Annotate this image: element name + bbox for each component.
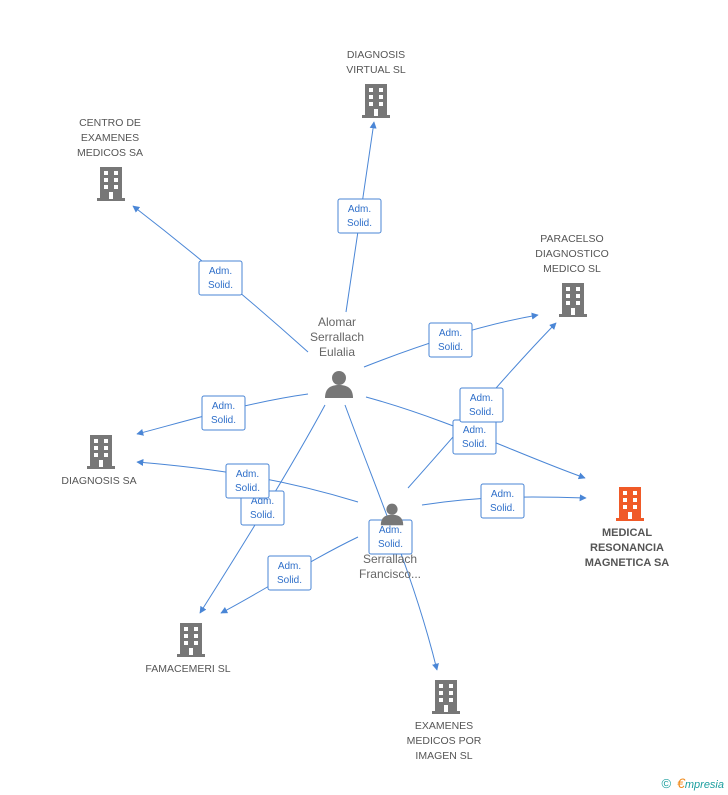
badge-line-1: Adm. [348, 204, 371, 215]
badge-line-2: Solid. [469, 407, 494, 418]
company-name-line: DIAGNOSTICO [535, 248, 609, 260]
person-name-line: Francisco... [359, 567, 421, 581]
badge-line-1: Adm. [278, 561, 301, 572]
company-name-line: MEDICOS SA [77, 147, 143, 159]
company-name-line: DIAGNOSIS [347, 49, 405, 61]
brand-logo-text: mpresia [684, 779, 724, 791]
company-name-line: MEDICOS POR [407, 735, 482, 747]
badge-line-1: Adm. [491, 489, 514, 500]
relation-badge[interactable]: Adm. Solid. [480, 483, 525, 519]
company-name-line: EXAMENES [81, 132, 139, 144]
relation-badge[interactable]: Adm. Solid. [267, 555, 312, 591]
company-name-line: MEDICAL [602, 527, 652, 539]
badge-line-1: Adm. [463, 425, 486, 436]
building-icon [362, 84, 390, 118]
badge-layer: Adm. Solid. Adm. Solid. Adm. Solid. Adm.… [198, 198, 525, 591]
badge-line-2: Solid. [347, 218, 372, 229]
building-icon [616, 487, 644, 521]
building-icon [177, 623, 205, 657]
company-name-line: EXAMENES [415, 720, 473, 732]
badge-line-2: Solid. [490, 503, 515, 514]
building-icon [87, 435, 115, 469]
badge-line-2: Solid. [438, 342, 463, 353]
relation-badge[interactable]: Adm. Solid. [452, 419, 497, 455]
person-name-line: Alomar [318, 315, 356, 329]
relation-badge[interactable]: Adm. Solid. [225, 463, 270, 499]
badge-line-2: Solid. [250, 510, 275, 521]
badge-line-2: Solid. [235, 483, 260, 494]
relation-badge[interactable]: Adm. Solid. [201, 395, 246, 431]
person-node-serrallach[interactable]: Serrallach Francisco... [359, 503, 421, 581]
copyright-icon: © [661, 776, 672, 791]
badge-line-2: Solid. [208, 280, 233, 291]
company-node-diagnosis-virtual[interactable]: DIAGNOSIS VIRTUAL SL [346, 49, 406, 118]
person-icon [325, 371, 353, 398]
person-name-line: Eulalia [319, 345, 355, 359]
badge-line-2: Solid. [462, 439, 487, 450]
company-name-line: RESONANCIA [590, 542, 664, 554]
badge-line-1: Adm. [379, 525, 402, 536]
company-node-medical-resonancia[interactable]: MEDICAL RESONANCIA MAGNETICA SA [585, 487, 670, 569]
company-node-examenes-imagen[interactable]: EXAMENES MEDICOS POR IMAGEN SL [407, 680, 482, 762]
building-icon [432, 680, 460, 714]
badge-line-1: Adm. [251, 496, 274, 507]
brand-logo-initial: € [677, 775, 685, 791]
company-name-line: IMAGEN SL [415, 750, 472, 762]
person-node-alomar[interactable]: Alomar Serrallach Eulalia [310, 315, 364, 398]
company-node-centro-examenes[interactable]: CENTRO DE EXAMENES MEDICOS SA [77, 117, 143, 201]
badge-line-1: Adm. [212, 401, 235, 412]
building-icon [559, 283, 587, 317]
company-name-line: VIRTUAL SL [346, 64, 406, 76]
company-node-paracelso[interactable]: PARACELSO DIAGNOSTICO MEDICO SL [535, 233, 609, 317]
relation-badge[interactable]: Adm. Solid. [337, 198, 382, 234]
relation-badge[interactable]: Adm. Solid. [459, 387, 504, 423]
badge-line-1: Adm. [439, 328, 462, 339]
person-name-line: Serrallach [310, 330, 364, 344]
company-name-line: DIAGNOSIS SA [61, 475, 136, 487]
badge-line-1: Adm. [470, 393, 493, 404]
badge-line-2: Solid. [277, 575, 302, 586]
company-name-line: FAMACEMERI SL [145, 663, 230, 675]
badge-line-2: Solid. [211, 415, 236, 426]
building-icon [97, 167, 125, 201]
company-node-diagnosis-sa[interactable]: DIAGNOSIS SA [61, 435, 137, 487]
relation-badge[interactable]: Adm. Solid. [428, 322, 473, 358]
copyright-footer: © €mpresia [661, 775, 724, 791]
company-node-famacemeri[interactable]: FAMACEMERI SL [145, 623, 231, 675]
company-name-line: MEDICO SL [543, 263, 601, 275]
person-name-line: Serrallach [363, 552, 417, 566]
company-name-line: MAGNETICA SA [585, 557, 670, 569]
badge-line-2: Solid. [378, 539, 403, 550]
company-name-line: CENTRO DE [79, 117, 141, 129]
company-name-line: PARACELSO [540, 233, 603, 245]
badge-line-1: Adm. [236, 469, 259, 480]
relation-badge[interactable]: Adm. Solid. [198, 260, 243, 296]
badge-line-1: Adm. [209, 266, 232, 277]
